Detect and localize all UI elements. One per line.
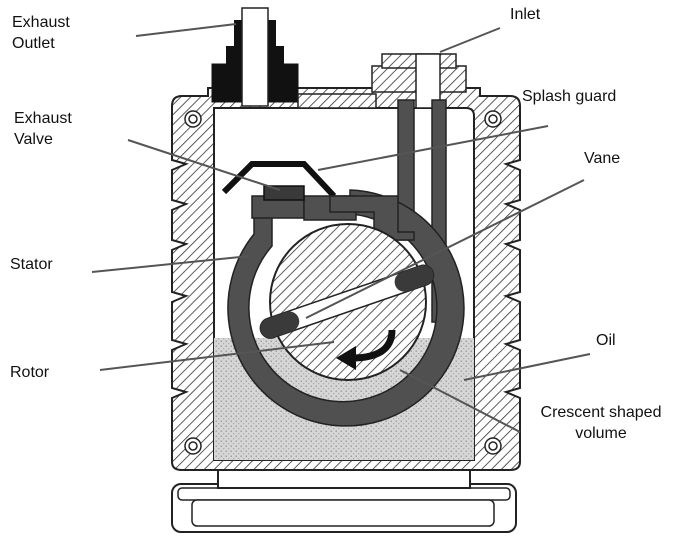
leader-crescent [399,369,521,433]
label-oil: Oil [596,332,616,349]
leader-inlet [439,27,501,53]
label-exhaust-outlet: Exhaust Outlet [12,12,70,54]
label-crescent-volume-line1: Crescent shaped [540,404,662,421]
leader-vane [305,179,585,319]
label-crescent-volume: Crescent shaped volume [526,402,676,444]
vane [259,264,435,339]
label-exhaust-valve: Exhaust Valve [14,108,72,150]
stator [227,189,465,427]
label-rotor: Rotor [10,364,50,381]
exhaust-valve [263,185,305,201]
leader-exhaust-outlet [135,23,237,37]
label-vane: Vane [584,150,621,167]
bolt-icon [484,437,502,455]
label-crescent-volume-line2: volume [575,425,627,442]
leader-lines [91,23,591,433]
splash-guard [221,161,337,199]
leader-rotor [99,341,335,371]
label-splash-guard: Splash guard [522,88,617,105]
rotation-arrow-icon [336,329,396,370]
label-exhaust-valve-line1: Exhaust [14,110,72,127]
bolt-icon [184,110,202,128]
leader-stator [91,255,251,273]
inlet-fitting [297,53,467,109]
label-exhaust-outlet-line1: Exhaust [12,14,70,31]
leader-oil [463,353,591,381]
bolt-icon [184,437,202,455]
label-exhaust-valve-line2: Valve [14,131,53,148]
bolt-icon [484,110,502,128]
leader-splash-guard [317,125,549,171]
label-inlet: Inlet [510,6,541,23]
exhaust-outlet-fitting [211,7,299,107]
label-exhaust-outlet-line2: Outlet [12,35,55,52]
pump-base [171,465,517,533]
leader-exhaust-valve [127,139,281,191]
label-stator: Stator [10,256,53,273]
